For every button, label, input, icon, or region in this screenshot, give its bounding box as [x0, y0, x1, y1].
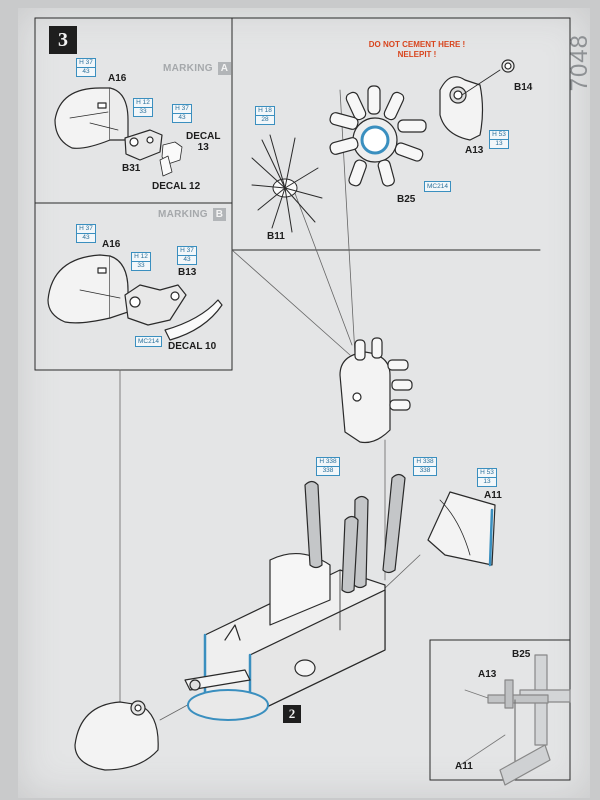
cowling-a16-marking-b — [47, 254, 129, 324]
marking-a-label: MARKING — [163, 63, 213, 74]
paint-callout: H 37 43 — [76, 58, 96, 77]
paint-callout: H 338 338 — [316, 457, 340, 476]
marking-b-label: MARKING — [158, 209, 208, 220]
label-decal12: DECAL 12 — [152, 181, 201, 192]
paint-number: 43 — [183, 256, 191, 263]
label-decal13-num: 13 — [197, 142, 209, 153]
paint-callout: H 53 13 — [477, 468, 497, 487]
label-inset-a11: A11 — [455, 761, 473, 772]
part-b25-engine — [329, 85, 427, 187]
paint-number: 33 — [139, 108, 147, 115]
warning-line-2: NELEPIT ! — [397, 50, 437, 59]
label-b31: B31 — [122, 163, 141, 174]
paint-callout: H 53 13 — [489, 130, 509, 149]
engine-assembled — [339, 337, 413, 444]
warning-line-1: DO NOT CEMENT HERE ! — [368, 40, 466, 49]
paint-code: H 37 — [77, 225, 95, 234]
paint-number: 33 — [137, 262, 145, 269]
marking-a-letter: A — [217, 62, 231, 75]
step-number: 3 — [49, 26, 77, 54]
cowling-a16-marking-a — [54, 87, 129, 149]
paint-number: 43 — [178, 114, 186, 121]
part-b31 — [124, 129, 183, 177]
sub-step-number: 2 — [283, 705, 301, 723]
paint-code: H 12 — [134, 99, 152, 108]
label-inset-b25: B25 — [512, 649, 531, 660]
panel-borders — [34, 17, 571, 781]
label-b13: B13 — [178, 267, 197, 278]
paint-callout: H 338 338 — [413, 457, 437, 476]
marking-a: MARKING A — [163, 62, 231, 75]
cabane-struts — [304, 473, 406, 594]
paint-number: 43 — [82, 234, 90, 241]
label-b11: B11 — [267, 231, 285, 242]
paint-code: H 53 — [478, 469, 496, 478]
mc-callout-engine: MC214 — [424, 181, 451, 192]
mc-callout-marking-b: MC214 — [135, 336, 162, 347]
paint-code: H 338 — [414, 458, 436, 467]
paint-callout: H 37 43 — [76, 224, 96, 243]
warning-text: DO NOT CEMENT HERE ! NELEPIT ! — [352, 40, 482, 60]
label-decal10: DECAL 10 — [168, 341, 217, 352]
part-b11-pushrods — [251, 134, 323, 233]
paint-number: 13 — [495, 140, 503, 147]
label-b25: B25 — [397, 194, 416, 205]
cowling-bottom — [74, 700, 159, 771]
paint-code: H 12 — [132, 253, 150, 262]
paint-callout: H 18 28 — [255, 106, 275, 125]
marking-b-letter: B — [212, 208, 226, 221]
inset-detail — [459, 654, 571, 786]
paint-number: 338 — [322, 467, 334, 474]
label-a16-mid: A16 — [102, 239, 121, 250]
label-decal13-text: DECAL — [186, 131, 221, 142]
paint-code: H 37 — [178, 247, 196, 256]
document-code: 7048 — [566, 34, 593, 92]
part-b13 — [124, 284, 223, 341]
label-b14: B14 — [514, 82, 533, 93]
part-a11-panel — [427, 491, 496, 567]
paint-number: 13 — [483, 478, 491, 485]
paint-number: 338 — [419, 467, 431, 474]
paint-code: H 53 — [490, 131, 508, 140]
paint-code: H 338 — [317, 458, 339, 467]
guide-lines — [119, 89, 421, 721]
paint-code: H 18 — [256, 107, 274, 116]
fuselage-assembly — [184, 552, 386, 721]
label-a13: A13 — [465, 145, 484, 156]
label-a16-top: A16 — [108, 73, 127, 84]
part-b14 — [461, 59, 515, 96]
paint-number: 28 — [261, 116, 269, 123]
paint-callout: H 12 33 — [133, 98, 153, 117]
label-a11: A11 — [484, 490, 502, 501]
label-inset-a13: A13 — [478, 669, 497, 680]
part-a13-crankcase — [439, 76, 484, 141]
paint-code: H 37 — [173, 105, 191, 114]
marking-b: MARKING B — [158, 208, 226, 221]
paint-callout: H 12 33 — [131, 252, 151, 271]
paint-callout: H 37 43 — [172, 104, 192, 123]
paint-number: 43 — [82, 68, 90, 75]
paint-code: H 37 — [77, 59, 95, 68]
paint-callout: H 37 43 — [177, 246, 197, 265]
